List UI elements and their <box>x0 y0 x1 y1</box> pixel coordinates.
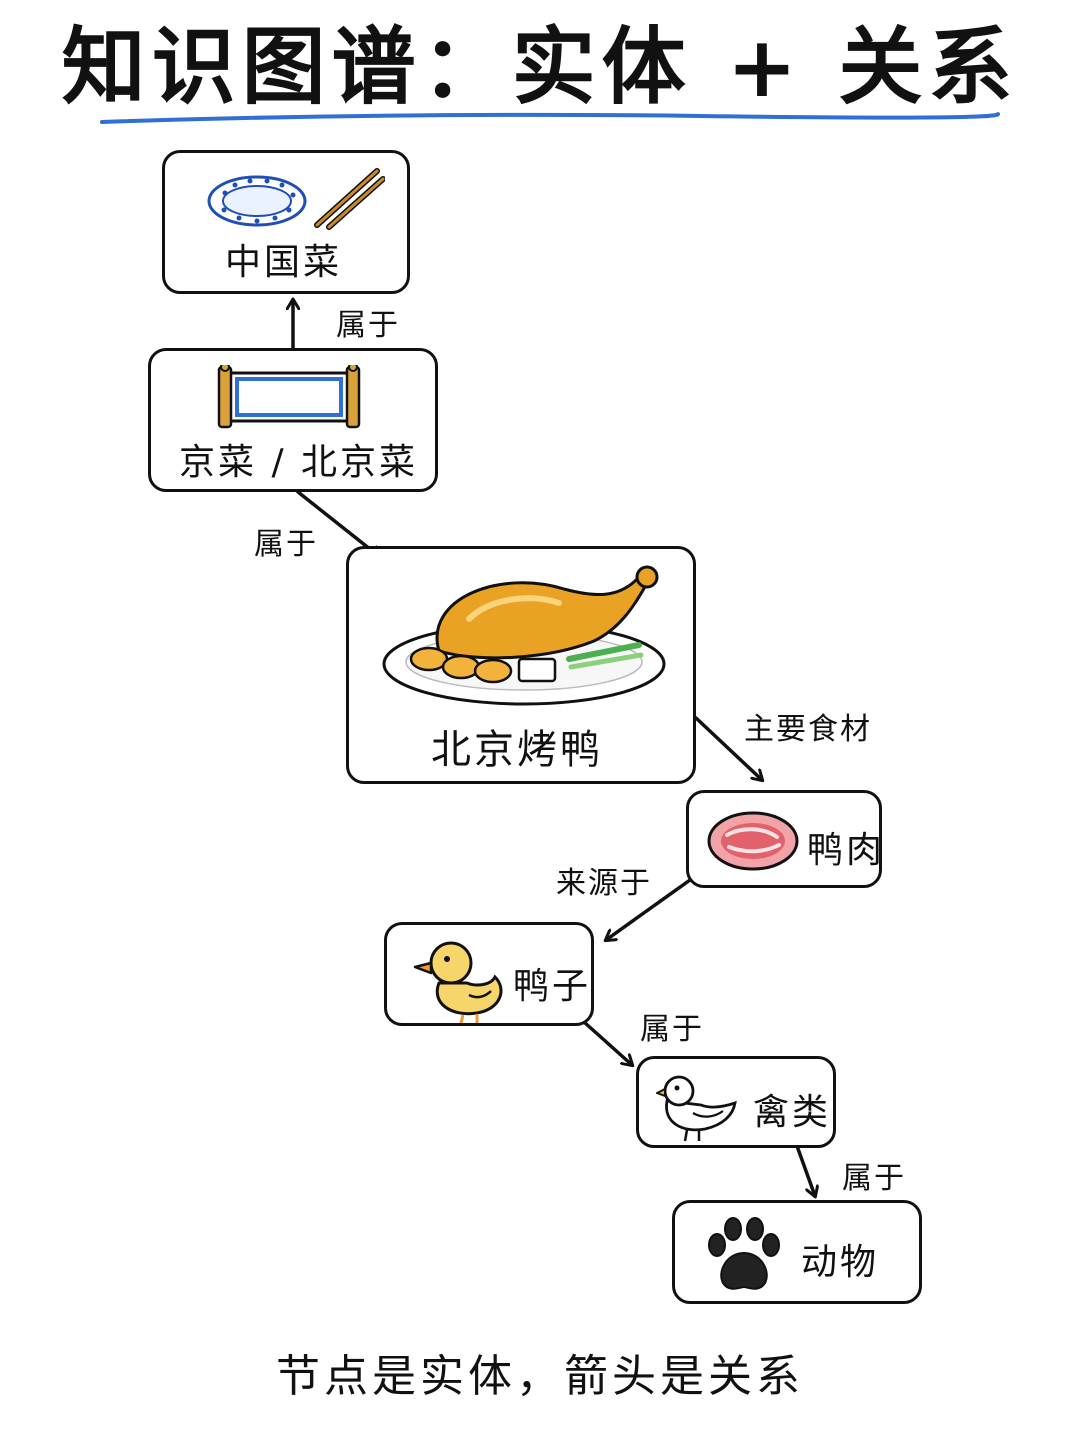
relation-label-belongs-to-2: 属于 <box>254 527 318 562</box>
node-duck-meat[interactable]: 鸭肉 <box>686 790 882 888</box>
node-beijing-cuisine[interactable]: 京菜 / 北京菜 <box>148 348 438 492</box>
arrow-duck-to-poultry <box>582 1020 632 1065</box>
node-peking-duck[interactable]: 北京烤鸭 <box>346 546 696 784</box>
arrow-duck-dish-to-meat <box>694 716 762 780</box>
meat-icon <box>707 811 799 871</box>
title-underline <box>100 112 1000 124</box>
relation-label-belongs-to-4: 属于 <box>842 1161 906 1196</box>
scroll-icon <box>217 365 361 429</box>
plate-chopsticks-icon <box>207 168 385 230</box>
relation-label-belongs-to-3: 属于 <box>640 1012 704 1047</box>
relation-label-main-ingredient: 主要食材 <box>744 712 872 747</box>
bird-icon <box>656 1075 737 1142</box>
arrow-meat-to-duck <box>606 878 692 940</box>
node-label: 中国菜 <box>225 242 343 283</box>
node-chinese-cuisine[interactable]: 中国菜 <box>162 150 410 294</box>
footer-caption: 节点是实体，箭头是关系 <box>276 1351 804 1402</box>
node-poultry[interactable]: 禽类 <box>636 1056 836 1148</box>
relation-label-derived-from: 来源于 <box>556 866 652 901</box>
node-label: 京菜 / 北京菜 <box>179 442 419 483</box>
node-duck[interactable]: 鸭子 <box>384 922 594 1026</box>
duck-icon <box>413 941 503 1023</box>
page-title: 知识图谱：实体 + 关系 <box>61 18 1019 116</box>
roast-duck-icon <box>382 565 666 706</box>
node-animal[interactable]: 动物 <box>672 1200 922 1304</box>
node-label: 禽类 <box>753 1092 832 1133</box>
paw-icon <box>708 1217 780 1290</box>
node-label: 鸭肉 <box>807 830 886 871</box>
node-label: 动物 <box>801 1242 880 1283</box>
arrow-poultry-to-animal <box>795 1144 815 1196</box>
node-label: 鸭子 <box>513 966 592 1007</box>
relation-label-belongs-to-1: 属于 <box>336 308 400 343</box>
node-label: 北京烤鸭 <box>431 727 603 773</box>
